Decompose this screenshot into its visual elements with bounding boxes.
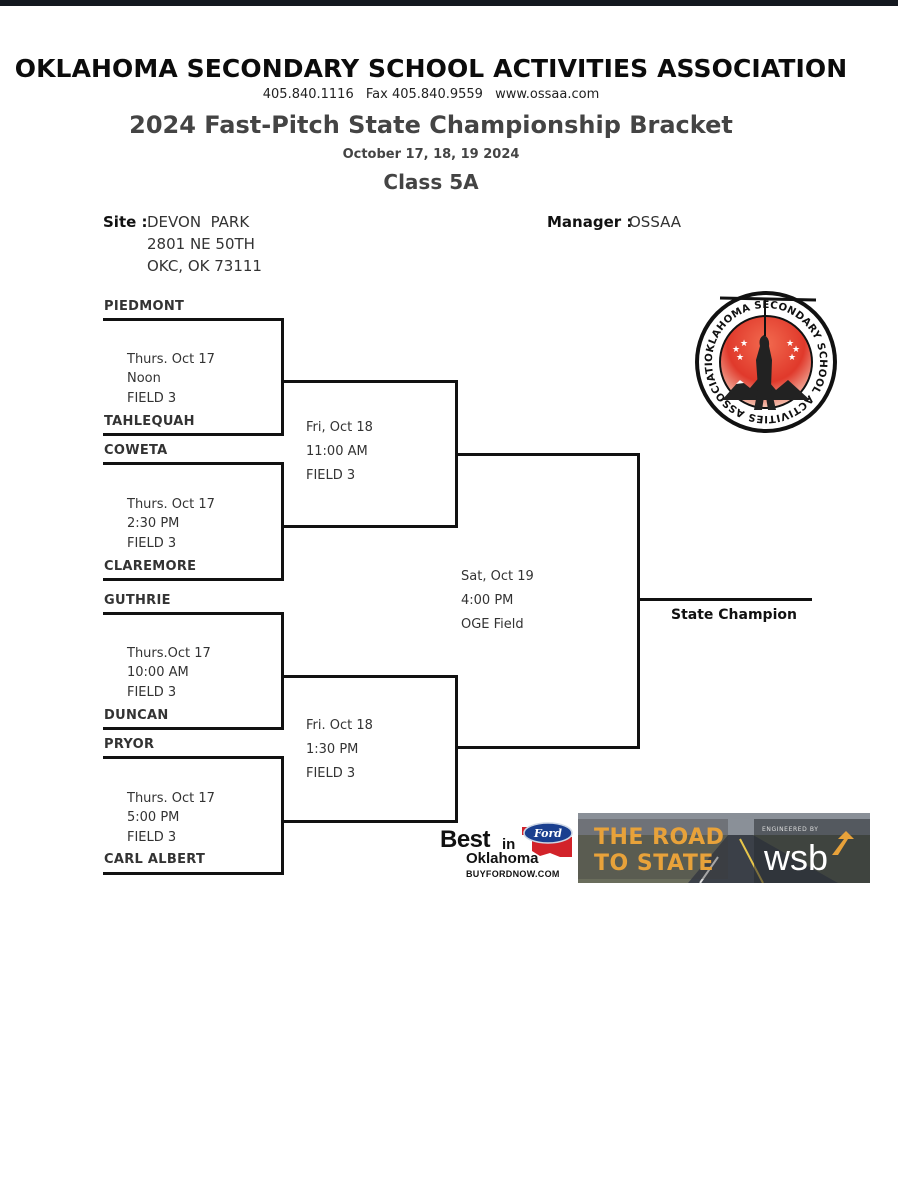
bracket-line <box>281 380 458 383</box>
ad-headline-line1: THE ROAD <box>594 825 725 850</box>
bracket-line <box>281 820 458 823</box>
ford-brand-text: Ford <box>533 827 562 840</box>
game-time: 4:00 PM <box>461 593 514 608</box>
game-day: Sat, Oct 19 <box>461 569 534 584</box>
manager-label: Manager : <box>547 213 633 231</box>
bracket-line <box>281 756 284 875</box>
fax-number: Fax 405.840.9559 <box>365 87 483 102</box>
game-info: Thurs. Oct 17 Noon FIELD 3 <box>127 350 215 408</box>
final-info: Sat, Oct 19 4:00 PM OGE Field <box>461 565 534 637</box>
team-name: PIEDMONT <box>104 299 185 314</box>
ad-url-text: BUYFORDNOW.COM <box>466 869 560 879</box>
ad-best-text: Best <box>440 826 491 853</box>
website-link[interactable]: www.ossaa.com <box>495 87 600 102</box>
game-field: FIELD 3 <box>127 535 177 551</box>
game-day: Thurs. Oct 17 <box>127 497 215 512</box>
game-time: 10:00 AM <box>127 665 189 681</box>
organization-title: OKLAHOMA SECONDARY SCHOOL ACTIVITIES ASS… <box>14 54 848 83</box>
bracket-line <box>103 872 284 875</box>
bracket-line <box>281 525 458 528</box>
game-field: FIELD 3 <box>306 468 356 483</box>
game-day: Fri, Oct 18 <box>306 420 373 435</box>
site-name: DEVON PARK <box>147 213 250 231</box>
ford-oklahoma-logo-icon: Ford <box>522 822 573 857</box>
semifinal-info: Fri, Oct 18 11:00 AM FIELD 3 <box>306 416 373 488</box>
ad-oklahoma-text: Oklahoma <box>466 850 539 867</box>
team-name: CLAREMORE <box>104 559 197 574</box>
team-name: GUTHRIE <box>104 593 171 608</box>
wsb-logo-text: wsb <box>764 837 829 878</box>
contact-line: 405.840.1116 Fax 405.840.9559 www.ossaa.… <box>0 87 862 102</box>
game-time: 1:30 PM <box>306 742 359 757</box>
game-field: FIELD 3 <box>127 684 177 700</box>
bracket-line <box>103 612 284 615</box>
game-time: Noon <box>127 371 161 387</box>
ad-engineered-by: ENGINEERED BY <box>762 826 819 833</box>
site-city: OKC, OK 73111 <box>147 257 262 275</box>
ossaa-seal-icon: OKLAHOMA SECONDARY SCHOOL ACTIVITIES ASS… <box>692 288 837 433</box>
game-time: 5:00 PM <box>127 810 180 826</box>
team-name: DUNCAN <box>104 708 169 723</box>
bracket-line <box>281 462 284 581</box>
game-day: Thurs. Oct 17 <box>127 791 215 806</box>
bracket-line <box>455 675 458 823</box>
site-label: Site : <box>103 213 148 231</box>
svg-text:★: ★ <box>792 345 800 355</box>
game-time: 11:00 AM <box>306 444 368 459</box>
game-field: OGE Field <box>461 617 524 632</box>
bracket-line <box>103 756 284 759</box>
svg-text:★: ★ <box>736 353 744 363</box>
site-address: 2801 NE 50TH <box>147 235 255 253</box>
phone-number: 405.840.1116 <box>262 87 354 102</box>
wsb-road-to-state-ad[interactable]: THE ROAD TO STATE ENGINEERED BY wsb <box>578 813 870 883</box>
game-info: Thurs. Oct 17 5:00 PM FIELD 3 <box>127 789 215 847</box>
top-border <box>0 0 898 6</box>
bracket-line <box>281 675 458 678</box>
team-name: COWETA <box>104 443 168 458</box>
ford-ad[interactable]: Best in Ford Oklahoma BUYFORDNOW.COM <box>436 816 576 882</box>
ad-in-text: in <box>502 836 516 853</box>
team-name: PRYOR <box>104 737 155 752</box>
bracket-line <box>103 462 284 465</box>
wsb-arrow-icon <box>832 831 854 855</box>
state-champion-label: State Champion <box>671 607 797 623</box>
svg-text:★: ★ <box>786 339 794 349</box>
bracket-line <box>281 612 284 730</box>
game-day: Fri. Oct 18 <box>306 718 373 733</box>
bracket-line <box>103 318 284 321</box>
manager-name: OSSAA <box>629 213 682 231</box>
tournament-dates: October 17, 18, 19 2024 <box>342 147 520 162</box>
game-time: 2:30 PM <box>127 516 180 532</box>
team-name: TAHLEQUAH <box>104 414 195 429</box>
game-field: FIELD 3 <box>306 766 356 781</box>
bracket-line <box>103 433 284 436</box>
game-day: Thurs.Oct 17 <box>127 646 211 661</box>
bracket-title: 2024 Fast-Pitch State Championship Brack… <box>129 111 733 139</box>
game-field: FIELD 3 <box>127 390 177 406</box>
game-day: Thurs. Oct 17 <box>127 352 215 367</box>
road-background-icon <box>578 813 870 883</box>
bracket-line <box>637 453 640 749</box>
champion-line <box>637 598 812 601</box>
bracket-line <box>455 453 640 456</box>
class-label: Class 5A <box>383 170 479 194</box>
svg-text:★: ★ <box>788 353 796 363</box>
game-field: FIELD 3 <box>127 829 177 845</box>
svg-text:★: ★ <box>732 345 740 355</box>
ad-headline-line2: TO STATE <box>594 851 714 876</box>
semifinal-info: Fri. Oct 18 1:30 PM FIELD 3 <box>306 714 373 786</box>
game-info: Thurs. Oct 17 2:30 PM FIELD 3 <box>127 495 215 553</box>
bracket-line <box>103 578 284 581</box>
bracket-line <box>103 727 284 730</box>
team-name: CARL ALBERT <box>104 852 206 867</box>
game-info: Thurs.Oct 17 10:00 AM FIELD 3 <box>127 644 211 702</box>
svg-text:★: ★ <box>740 339 748 349</box>
bracket-line <box>281 318 284 436</box>
bracket-line <box>455 746 640 749</box>
